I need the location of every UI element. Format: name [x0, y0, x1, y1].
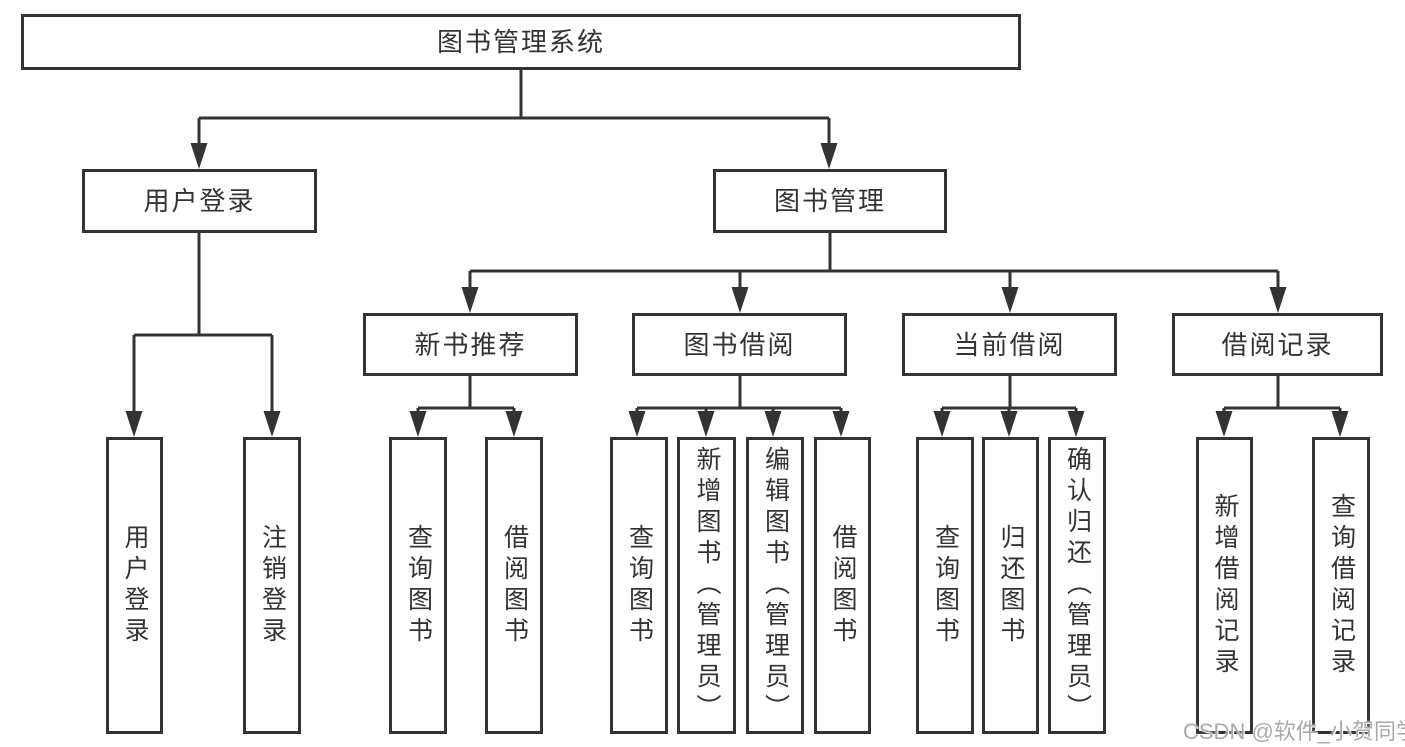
node-book-borrowing: 图书借阅	[632, 313, 847, 376]
node-label: 查询图书	[931, 523, 960, 648]
node-new-book-recommend: 新书推荐	[363, 313, 578, 376]
leaf-confirm-return-admin: 确认归还（管理员）	[1048, 437, 1106, 734]
node-label: 归还图书	[997, 523, 1025, 648]
node-label: 编辑图书（管理员）	[761, 446, 790, 725]
node-book-management: 图书管理	[713, 169, 947, 233]
node-label: 确认归还（管理员）	[1063, 446, 1092, 725]
leaf-add-books-admin: 新增图书（管理员）	[677, 437, 736, 734]
node-label: 用户登录	[143, 186, 256, 216]
node-label: 图书借阅	[683, 329, 796, 360]
node-label: 新书推荐	[414, 329, 527, 360]
node-current-borrowing: 当前借阅	[902, 313, 1117, 376]
node-borrow-records: 借阅记录	[1172, 313, 1383, 376]
leaf-logout: 注销登录	[243, 437, 301, 734]
node-label: 图书管理系统	[436, 27, 605, 57]
node-label: 用户登录	[121, 523, 149, 648]
leaf-add-borrow-record: 新增借阅记录	[1196, 437, 1253, 734]
node-label: 当前借阅	[953, 329, 1066, 360]
leaf-edit-books-admin: 编辑图书（管理员）	[746, 437, 804, 734]
leaf-borrow-books-recommend: 借阅图书	[485, 437, 543, 734]
node-label: 借阅图书	[500, 523, 529, 648]
node-label: 借阅图书	[829, 523, 857, 648]
node-label: 新增借阅记录	[1211, 492, 1239, 679]
node-label: 图书管理	[773, 186, 886, 216]
leaf-query-borrow-record: 查询借阅记录	[1312, 437, 1370, 734]
csdn-watermark: CSDN @软件_小贺同学	[1183, 719, 1405, 744]
leaf-borrow-books: 借阅图书	[814, 437, 871, 734]
leaf-query-books-recommend: 查询图书	[389, 437, 447, 734]
node-label: 查询图书	[625, 523, 654, 648]
leaf-query-books-borrow: 查询图书	[610, 437, 668, 734]
node-root-library-system: 图书管理系统	[21, 14, 1021, 70]
leaf-return-books: 归还图书	[982, 437, 1039, 734]
leaf-user-login: 用户登录	[106, 437, 163, 734]
node-label: 查询借阅记录	[1327, 492, 1356, 679]
node-label: 新增图书（管理员）	[693, 446, 721, 725]
node-label: 借阅记录	[1221, 329, 1334, 360]
node-label: 查询图书	[404, 523, 433, 648]
node-label: 注销登录	[258, 523, 287, 648]
node-user-login: 用户登录	[82, 169, 317, 233]
arrowheads	[125, 143, 1349, 437]
leaf-query-books-current: 查询图书	[916, 437, 974, 734]
